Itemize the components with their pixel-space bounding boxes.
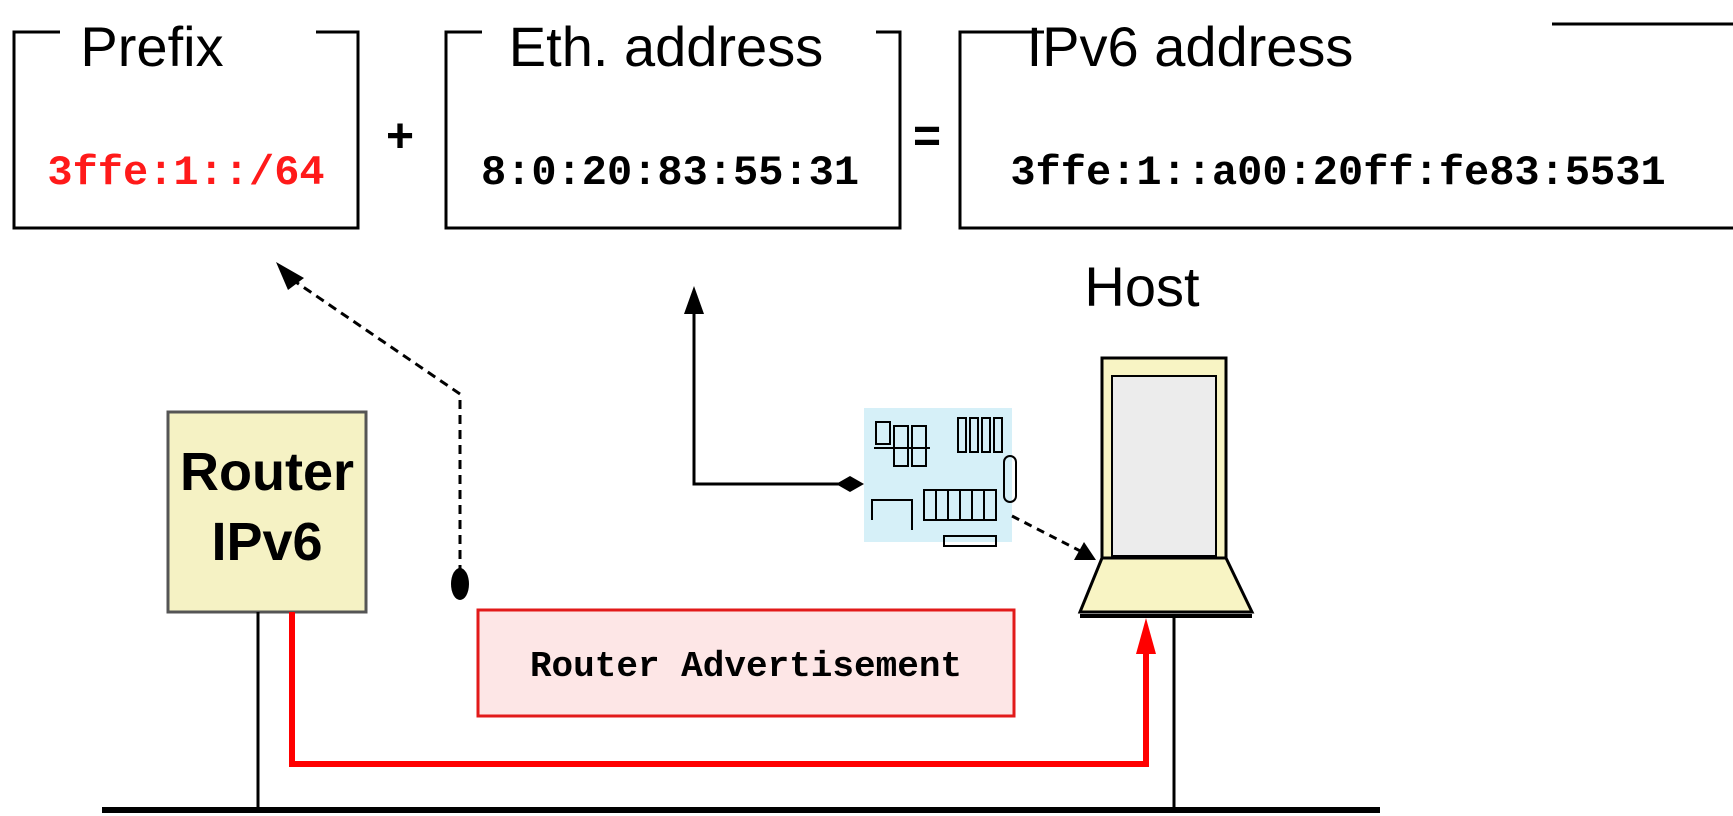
- nic-to-eth-arrow: [684, 286, 864, 492]
- ipv6-address-box: IPv6 address 3ffe:1::a00:20ff:fe83:5531: [958, 15, 1733, 230]
- ipv6-address-value: 3ffe:1::a00:20ff:fe83:5531: [1010, 149, 1665, 197]
- eth-address-value: 8:0:20:83:55:31: [481, 149, 859, 197]
- advertisement-to-prefix-arrow: [276, 262, 469, 600]
- host-laptop: [1077, 356, 1255, 618]
- plus-operator: +: [386, 110, 414, 163]
- router-box: Router IPv6: [166, 410, 368, 614]
- prefix-title: Prefix: [80, 15, 223, 78]
- network-card-icon: [864, 408, 1017, 547]
- router-label-line2: IPv6: [211, 512, 322, 572]
- ipv6-address-title: IPv6 address: [1027, 15, 1354, 78]
- network-bus: [102, 612, 1380, 813]
- nic-to-host-arrowhead: [1074, 542, 1096, 560]
- host-label: Host: [1084, 255, 1200, 318]
- router-advertisement-label: Router Advertisement: [530, 646, 962, 687]
- router-advertisement-box: Router Advertisement: [476, 608, 1016, 718]
- prefix-value: 3ffe:1::/64: [47, 149, 324, 197]
- nic-to-host-connector: [1011, 514, 1091, 558]
- eth-address-box: Eth. address 8:0:20:83:55:31: [444, 15, 902, 230]
- prefix-box: Prefix 3ffe:1::/64: [12, 15, 360, 230]
- advertisement-path: [289, 612, 1156, 767]
- router-label-line1: Router: [180, 442, 354, 502]
- eth-address-title: Eth. address: [509, 15, 823, 78]
- equals-operator: =: [913, 110, 941, 163]
